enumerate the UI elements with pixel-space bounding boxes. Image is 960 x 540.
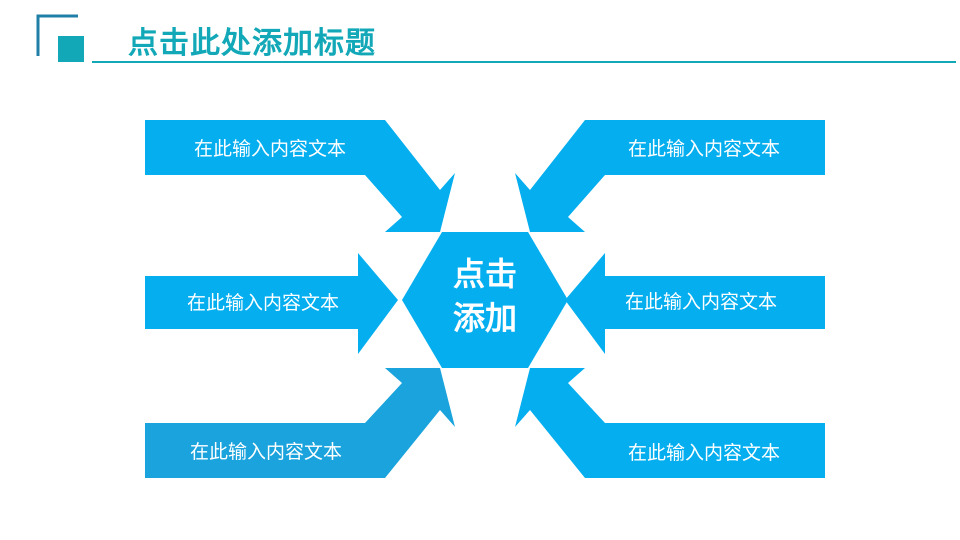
arrow-bottom-left <box>145 368 455 478</box>
arrow-middle-left <box>145 253 398 354</box>
center-label-line1: 点击 <box>452 255 517 293</box>
arrow-label-top-left: 在此输入内容文本 <box>193 138 346 160</box>
center-label-line2: 添加 <box>452 299 517 337</box>
arrow-top-left <box>145 120 455 232</box>
arrow-label-top-right: 在此输入内容文本 <box>627 138 780 160</box>
center-label: 点击 添加 <box>425 252 545 340</box>
arrow-label-middle-left: 在此输入内容文本 <box>186 292 339 314</box>
arrow-label-middle-right: 在此输入内容文本 <box>624 291 777 313</box>
arrow-label-bottom-left: 在此输入内容文本 <box>189 441 342 463</box>
arrow-bottom-right <box>515 368 825 478</box>
center-hexagon <box>402 232 568 368</box>
arrow-label-bottom-right: 在此输入内容文本 <box>627 442 780 464</box>
arrow-top-right <box>515 120 825 232</box>
page-title: 点击此处添加标题 <box>128 26 376 61</box>
logo-frame-outline <box>36 14 78 56</box>
logo-accent-square <box>58 36 84 62</box>
arrow-middle-right <box>565 253 825 354</box>
title-divider <box>92 61 956 63</box>
header-logo-icon <box>36 14 84 62</box>
